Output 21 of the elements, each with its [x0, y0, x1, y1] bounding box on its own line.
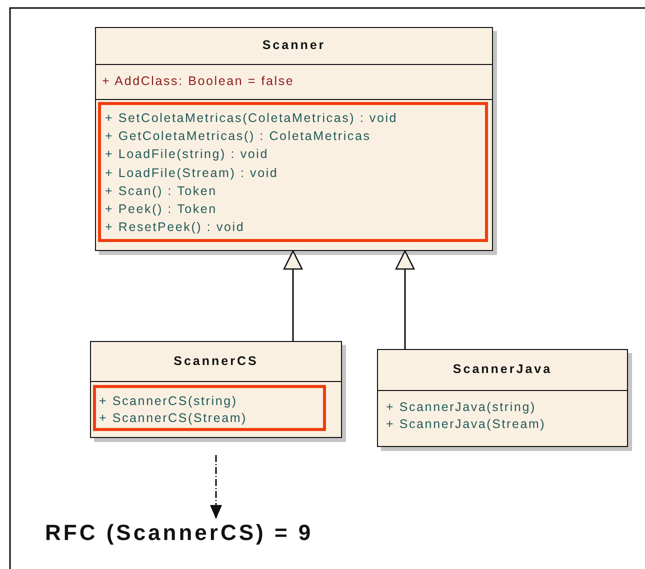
dependency-arrow — [210, 455, 222, 519]
method-text: + ScannerCS(Stream) — [99, 410, 248, 427]
method-text: + ResetPeek() : void — [105, 219, 245, 236]
highlight-box — [93, 385, 326, 431]
highlight-box — [98, 102, 488, 242]
method-text: + SetColetaMetricas(ColetaMetricas) : void — [105, 110, 398, 127]
metric-text: RFC (ScannerCS) = 9 — [45, 520, 314, 546]
class-name: ScannerJava — [452, 362, 554, 376]
method-text: + Peek() : Token — [105, 201, 217, 218]
method-text: + ScannerJava(string) — [386, 399, 536, 416]
method-text: + Scan() : Token — [105, 182, 217, 200]
generalization-arrow — [395, 250, 415, 349]
attribute-text: + AddClass: Boolean = false — [102, 73, 294, 90]
method-text: + ScannerJava(Stream) — [386, 416, 546, 433]
method-text: + LoadFile(string) : void — [105, 146, 268, 164]
generalization-arrow — [283, 250, 303, 341]
class-name: ScannerCS — [172, 354, 260, 368]
method-text: + GetColetaMetricas() : ColetaMetricas — [105, 128, 371, 146]
method-text: + LoadFile(Stream) : void — [105, 164, 278, 182]
class-name: Scanner — [261, 38, 327, 52]
method-text: + ScannerCS(string) — [99, 393, 238, 410]
